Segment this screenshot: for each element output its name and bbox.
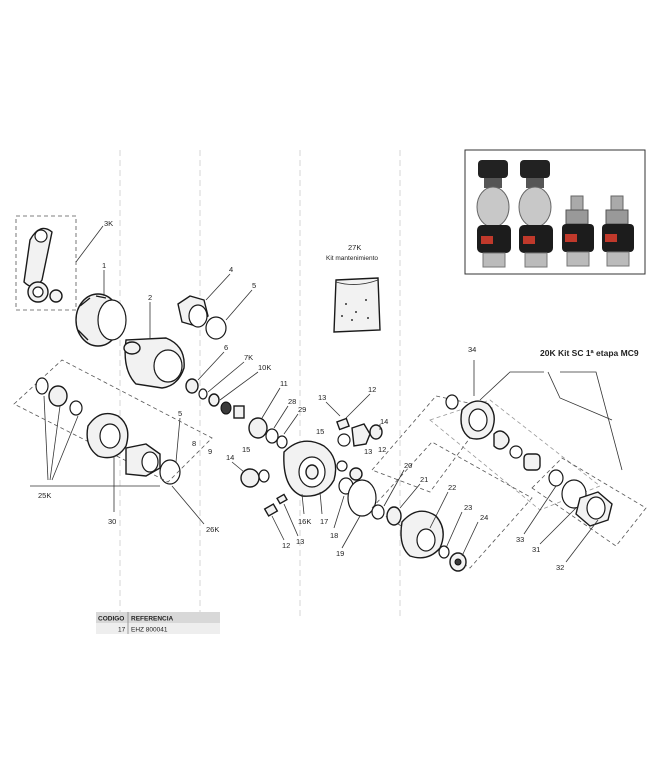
label-14-top: 14 bbox=[380, 417, 388, 426]
label-15-bottom: 15 bbox=[242, 445, 250, 454]
part-1-cap bbox=[75, 270, 127, 347]
label-5-top: 5 bbox=[252, 281, 256, 290]
part-5-oring-bottom bbox=[159, 417, 181, 485]
parts-18-19 bbox=[333, 477, 377, 549]
kit-27k-code: 27K bbox=[348, 243, 361, 252]
label-9: 9 bbox=[208, 447, 212, 456]
part-labels: 3K 1 2 4 5 6 7K 10K 11 28 29 13 12 14 15… bbox=[38, 219, 639, 572]
label-8: 8 bbox=[192, 439, 196, 448]
part-16k-main-body bbox=[283, 440, 337, 515]
label-20: 20 bbox=[404, 461, 412, 470]
label-3k: 3K bbox=[104, 219, 113, 228]
regulator-photo-4 bbox=[602, 195, 634, 267]
label-15-top: 15 bbox=[316, 427, 324, 436]
regulator-photo-1 bbox=[476, 160, 511, 268]
label-13-top: 13 bbox=[318, 393, 326, 402]
kit-25k-box bbox=[13, 359, 213, 525]
parts-12-13-14-15-upper bbox=[325, 393, 383, 481]
parts-6-7k-10k bbox=[185, 351, 259, 419]
parts-12-13-bottom bbox=[263, 493, 299, 541]
reference-table: CODIGO REFERENCIA 17 EHZ 800041 bbox=[96, 612, 220, 634]
label-13-bottom: 13 bbox=[296, 537, 304, 546]
table-header-referencia: REFERENCIA bbox=[131, 616, 174, 623]
label-12-bottom: 12 bbox=[282, 541, 290, 550]
label-23: 23 bbox=[464, 503, 472, 512]
label-19: 19 bbox=[336, 549, 344, 558]
label-25k: 25K bbox=[38, 491, 51, 500]
label-24: 24 bbox=[480, 513, 488, 522]
table-header-codigo: CODIGO bbox=[98, 616, 124, 623]
kit-20k-box-left bbox=[371, 394, 601, 511]
label-31: 31 bbox=[532, 545, 540, 554]
label-13-mid: 13 bbox=[364, 447, 372, 456]
label-5-bottom: 5 bbox=[178, 409, 182, 418]
label-11: 11 bbox=[280, 379, 288, 388]
kit-20k-leaders bbox=[473, 360, 623, 471]
regulator-photo-2 bbox=[518, 160, 553, 268]
parts-20-24 bbox=[371, 441, 533, 572]
parts-11-28-29 bbox=[248, 387, 299, 449]
kit-20k-title: 20K Kit SC 1ª etapa MC9 bbox=[540, 348, 639, 358]
table-cell-codigo: 17 bbox=[118, 627, 126, 634]
regulator-photo-3 bbox=[562, 195, 594, 267]
axis-guides bbox=[119, 150, 401, 620]
part-5-oring-top bbox=[205, 289, 253, 340]
label-21: 21 bbox=[420, 475, 428, 484]
label-22: 22 bbox=[448, 483, 456, 492]
label-17: 17 bbox=[320, 517, 328, 526]
label-7k: 7K bbox=[244, 353, 253, 362]
label-18: 18 bbox=[330, 531, 338, 540]
label-32: 32 bbox=[556, 563, 564, 572]
label-28: 28 bbox=[288, 397, 296, 406]
wrench-3k-inset bbox=[15, 215, 104, 311]
label-6: 6 bbox=[224, 343, 228, 352]
label-12-mid: 12 bbox=[378, 445, 386, 454]
table-cell-referencia: EHZ 800041 bbox=[131, 627, 168, 634]
label-2: 2 bbox=[148, 293, 152, 302]
parts-14-15-lower bbox=[231, 461, 270, 488]
label-34: 34 bbox=[468, 345, 476, 354]
label-10k: 10K bbox=[258, 363, 271, 372]
product-photo-box bbox=[464, 149, 646, 275]
label-14-bottom: 14 bbox=[226, 453, 234, 462]
label-30: 30 bbox=[108, 517, 116, 526]
label-26k: 26K bbox=[206, 525, 219, 534]
part-2-yoke-body bbox=[123, 302, 185, 389]
kit-27k-bag bbox=[333, 277, 381, 333]
label-12-top: 12 bbox=[368, 385, 376, 394]
label-4: 4 bbox=[229, 265, 233, 274]
kit-27k-name: Kit mantenimiento bbox=[326, 255, 378, 262]
parts-31-33 bbox=[523, 457, 647, 563]
label-29: 29 bbox=[298, 405, 306, 414]
part-4-hex-fitting bbox=[177, 273, 231, 328]
label-16k: 16K bbox=[298, 517, 311, 526]
label-1: 1 bbox=[102, 261, 106, 270]
label-33: 33 bbox=[516, 535, 524, 544]
